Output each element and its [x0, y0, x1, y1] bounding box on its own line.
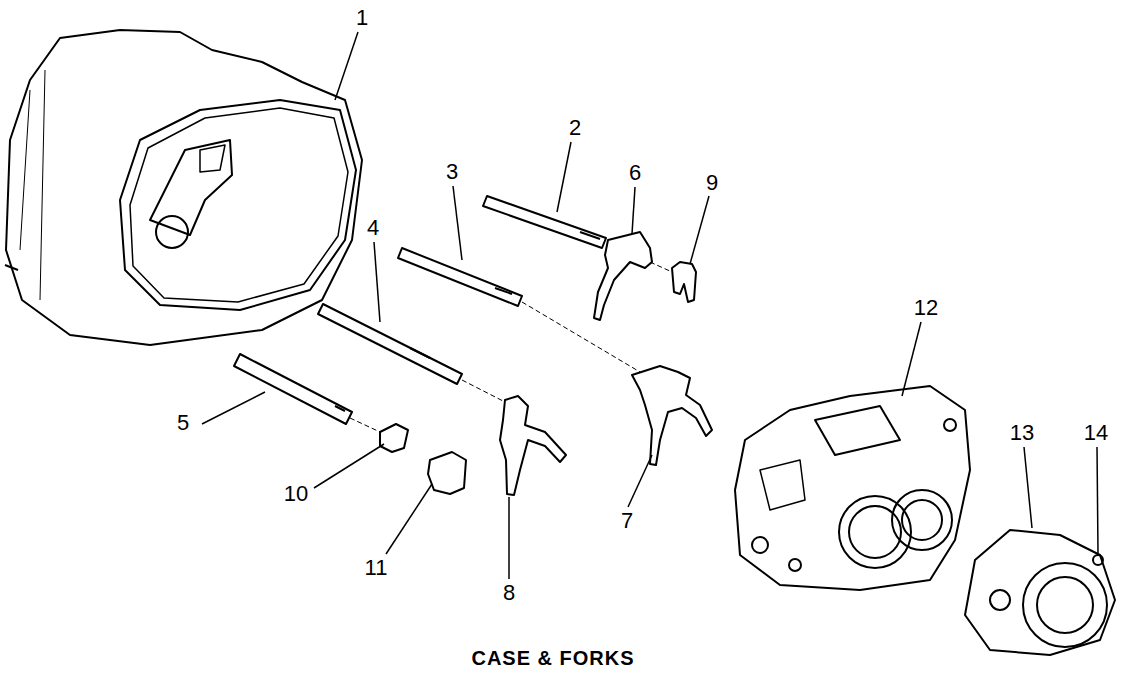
shift-block [380, 424, 408, 452]
callout-number: 3 [446, 161, 458, 183]
transmission-case [735, 386, 970, 590]
callout-number: 13 [1010, 422, 1034, 444]
shift-fork [632, 366, 712, 465]
caption: CASE & FORKS [471, 648, 634, 668]
leader-lines [202, 32, 1098, 579]
shift-rails [234, 196, 606, 424]
shift-fork [500, 396, 566, 495]
callout-number: 9 [706, 172, 718, 194]
interlock-block [428, 452, 466, 494]
callout-number: 12 [914, 297, 938, 319]
callout-number: 2 [569, 117, 581, 139]
callout-number: 8 [503, 582, 515, 604]
callout-number: 7 [621, 510, 633, 532]
end-cover [965, 530, 1115, 655]
callout-number: 14 [1084, 422, 1108, 444]
callout-number: 1 [356, 7, 368, 29]
callout-number: 6 [629, 162, 641, 184]
shift-fork [594, 232, 652, 320]
shift-lug [672, 262, 696, 302]
callout-number: 10 [284, 483, 308, 505]
callout-number: 4 [367, 217, 379, 239]
clutch-housing [5, 30, 362, 345]
callout-number: 5 [177, 412, 189, 434]
callout-number: 11 [365, 557, 388, 579]
